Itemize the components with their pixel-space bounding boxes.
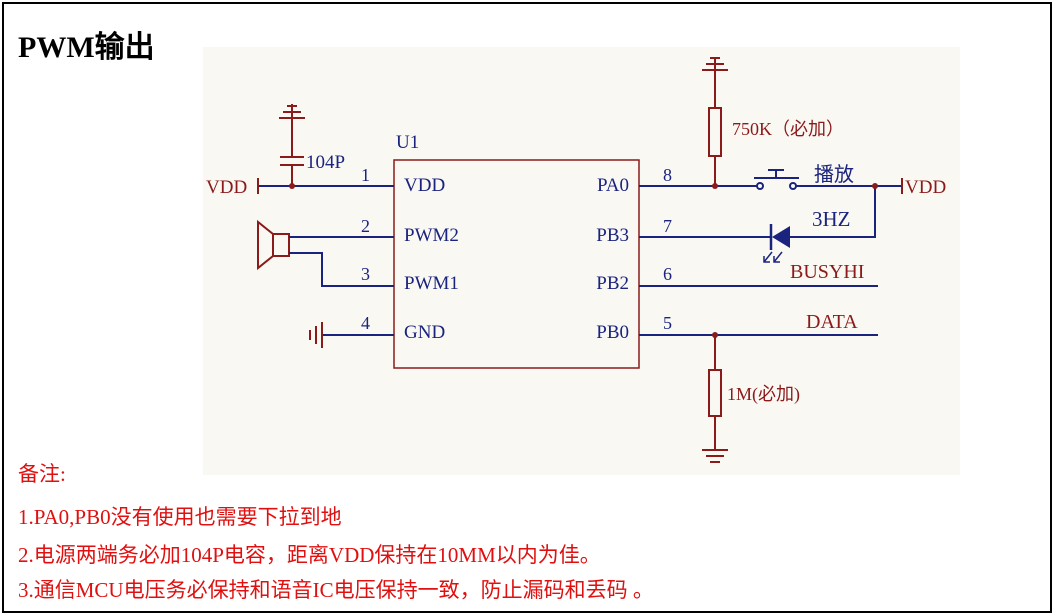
- junction-cap: [289, 183, 295, 189]
- pin-num-7: 7: [663, 216, 672, 236]
- junction-vdd-right: [872, 183, 878, 189]
- led-icon: [763, 224, 790, 263]
- pin-name-pwm1: PWM1: [404, 273, 459, 294]
- pin-num-1: 1: [361, 165, 370, 185]
- pin-name-gnd: GND: [404, 322, 445, 343]
- pin-name-pb2: PB2: [596, 273, 629, 294]
- capacitor-104p: [280, 118, 304, 186]
- pin-num-3: 3: [361, 264, 370, 284]
- schematic-background: [203, 47, 960, 475]
- button-label: 播放: [814, 163, 854, 186]
- ground-left-icon: [309, 322, 323, 348]
- note-item-3: 3.通信MCU电压务必保持和语音IC电压保持一致，防止漏码和丢码 。: [18, 578, 654, 602]
- pin-num-6: 6: [663, 264, 672, 284]
- notes-heading: 备注:: [18, 462, 66, 486]
- led-label: 3HZ: [812, 207, 851, 231]
- pin-num-5: 5: [663, 313, 672, 333]
- ground-cap: [279, 104, 305, 119]
- ic-ref-label: U1: [396, 132, 419, 153]
- res-top-label: 750K（必加）: [732, 119, 844, 139]
- pin-num-8: 8: [663, 165, 672, 185]
- res-bottom-label: 1M(必加): [727, 384, 800, 405]
- net-data-label: DATA: [806, 311, 858, 333]
- resistor-1m: [708, 335, 722, 450]
- page-title: PWM输出: [18, 31, 155, 64]
- resistor-750k: [708, 70, 722, 186]
- ic-body: [393, 159, 640, 369]
- vdd-right-label: VDD: [905, 177, 946, 198]
- cap-label: 104P: [306, 152, 345, 173]
- vdd-left-label: VDD: [206, 177, 247, 198]
- ground-bottom-right: [702, 449, 728, 463]
- pin-name-pb0: PB0: [596, 322, 629, 343]
- note-item-1: 1.PA0,PB0没有使用也需要下拉到地: [18, 505, 342, 529]
- speaker-icon: [257, 219, 290, 271]
- ground-top-right: [702, 57, 728, 71]
- wire-pa0: [639, 185, 902, 238]
- wire-pwm: [289, 236, 394, 287]
- note-item-2: 2.电源两端务必加104P电容，距离VDD保持在10MM以内为佳。: [18, 543, 601, 567]
- pin-name-pb3: PB3: [596, 225, 629, 246]
- pin-name-pa0: PA0: [597, 175, 629, 196]
- pin-name-pwm2: PWM2: [404, 225, 459, 246]
- pin-name-vdd: VDD: [404, 175, 445, 196]
- net-busyhi-label: BUSYHI: [790, 261, 864, 283]
- pushbutton-icon: [754, 169, 799, 190]
- pin-num-4: 4: [361, 313, 370, 333]
- pin-num-2: 2: [361, 216, 370, 236]
